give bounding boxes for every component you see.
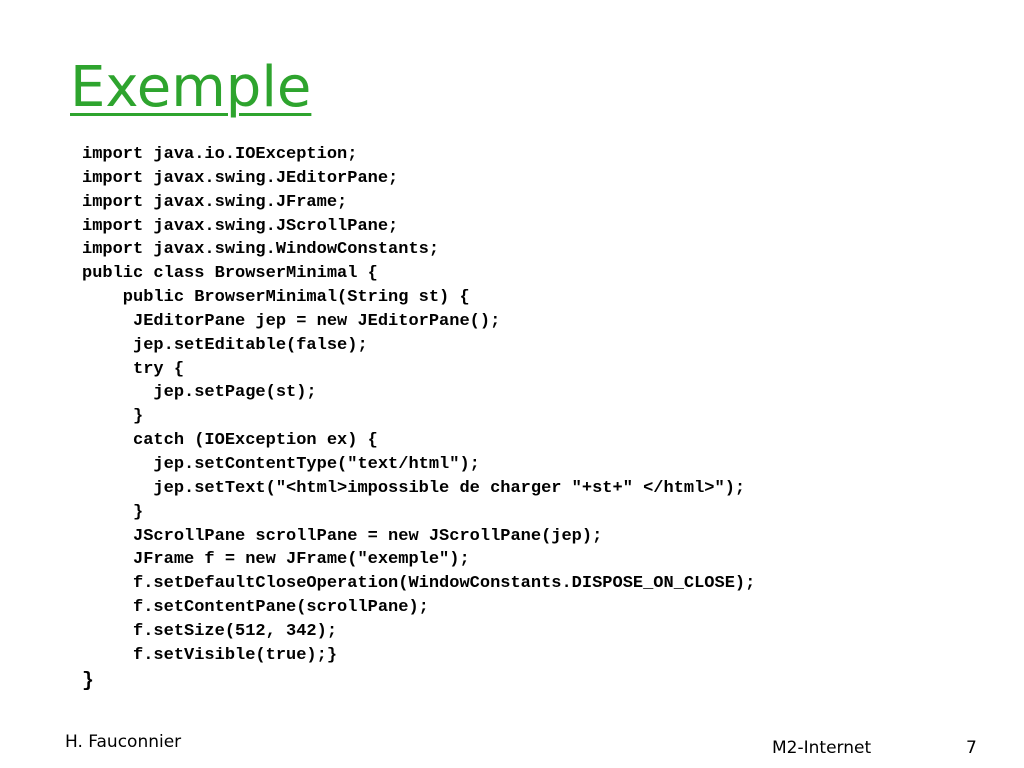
footer-page-number: 7 xyxy=(966,738,977,758)
code-line: import javax.swing.WindowConstants; xyxy=(82,240,440,260)
code-line: jep.setText("<html>impossible de charger… xyxy=(82,478,746,498)
code-line: jep.setEditable(false); xyxy=(82,335,368,355)
code-line: jep.setPage(st); xyxy=(82,383,317,403)
code-line: catch (IOException ex) { xyxy=(82,431,378,451)
code-line: f.setDefaultCloseOperation(WindowConstan… xyxy=(82,574,756,594)
code-line: try { xyxy=(82,359,185,379)
code-line: f.setSize(512, 342); xyxy=(82,621,338,641)
slide-title: Exemple xyxy=(70,55,312,120)
code-line: import javax.swing.JScrollPane; xyxy=(82,216,399,236)
code-line: jep.setContentType("text/html"); xyxy=(82,454,480,474)
code-line: } xyxy=(82,407,144,427)
code-line: f.setVisible(true);} xyxy=(82,645,338,665)
code-line: public BrowserMinimal(String st) { xyxy=(82,288,470,308)
code-line: JEditorPane jep = new JEditorPane(); xyxy=(82,311,501,331)
code-line: JScrollPane scrollPane = new JScrollPane… xyxy=(82,526,603,546)
code-line: JFrame f = new JFrame("exemple"); xyxy=(82,550,470,570)
code-line: import javax.swing.JEditorPane; xyxy=(82,168,399,188)
code-line: import java.io.IOException; xyxy=(82,145,358,164)
footer-author: H. Fauconnier xyxy=(65,732,182,752)
code-line: } xyxy=(82,502,144,522)
code-line: public class BrowserMinimal { xyxy=(82,264,378,284)
code-line: } xyxy=(82,669,95,693)
code-block: import java.io.IOException; import javax… xyxy=(82,143,755,696)
code-line: import javax.swing.JFrame; xyxy=(82,192,348,212)
code-line: f.setContentPane(scrollPane); xyxy=(82,598,429,618)
footer-course: M2-Internet xyxy=(772,738,872,758)
